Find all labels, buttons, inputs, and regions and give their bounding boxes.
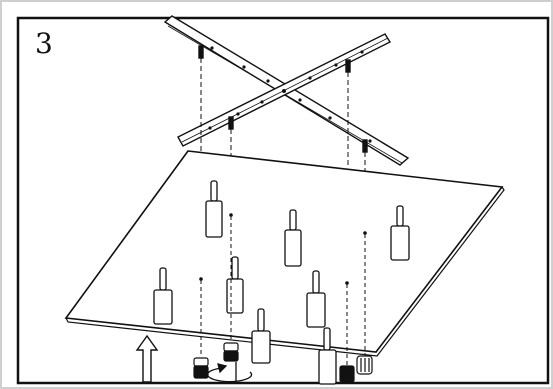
standoff-post xyxy=(284,209,302,267)
standoff-post xyxy=(390,205,410,261)
standoff-post xyxy=(205,180,223,238)
standoff-post xyxy=(306,270,326,328)
nut xyxy=(223,342,239,362)
standoff-post xyxy=(318,327,337,385)
screw-heads xyxy=(199,213,367,285)
rotate-arrow-icon xyxy=(206,362,253,384)
nut xyxy=(339,365,355,383)
screws xyxy=(200,216,366,366)
up-arrow-icon xyxy=(135,334,159,383)
nut xyxy=(193,357,209,379)
flat-panel xyxy=(64,150,505,357)
frame-border xyxy=(16,16,550,385)
standoff-posts xyxy=(153,180,410,385)
mounting-bracket-cross xyxy=(163,15,410,166)
step-number: 3 xyxy=(35,27,53,60)
standoff-post xyxy=(251,308,271,364)
alignment-lines xyxy=(200,58,366,172)
nuts xyxy=(193,342,373,383)
bracket-holes xyxy=(208,46,372,143)
nut xyxy=(356,355,373,375)
standoff-post xyxy=(153,267,173,325)
